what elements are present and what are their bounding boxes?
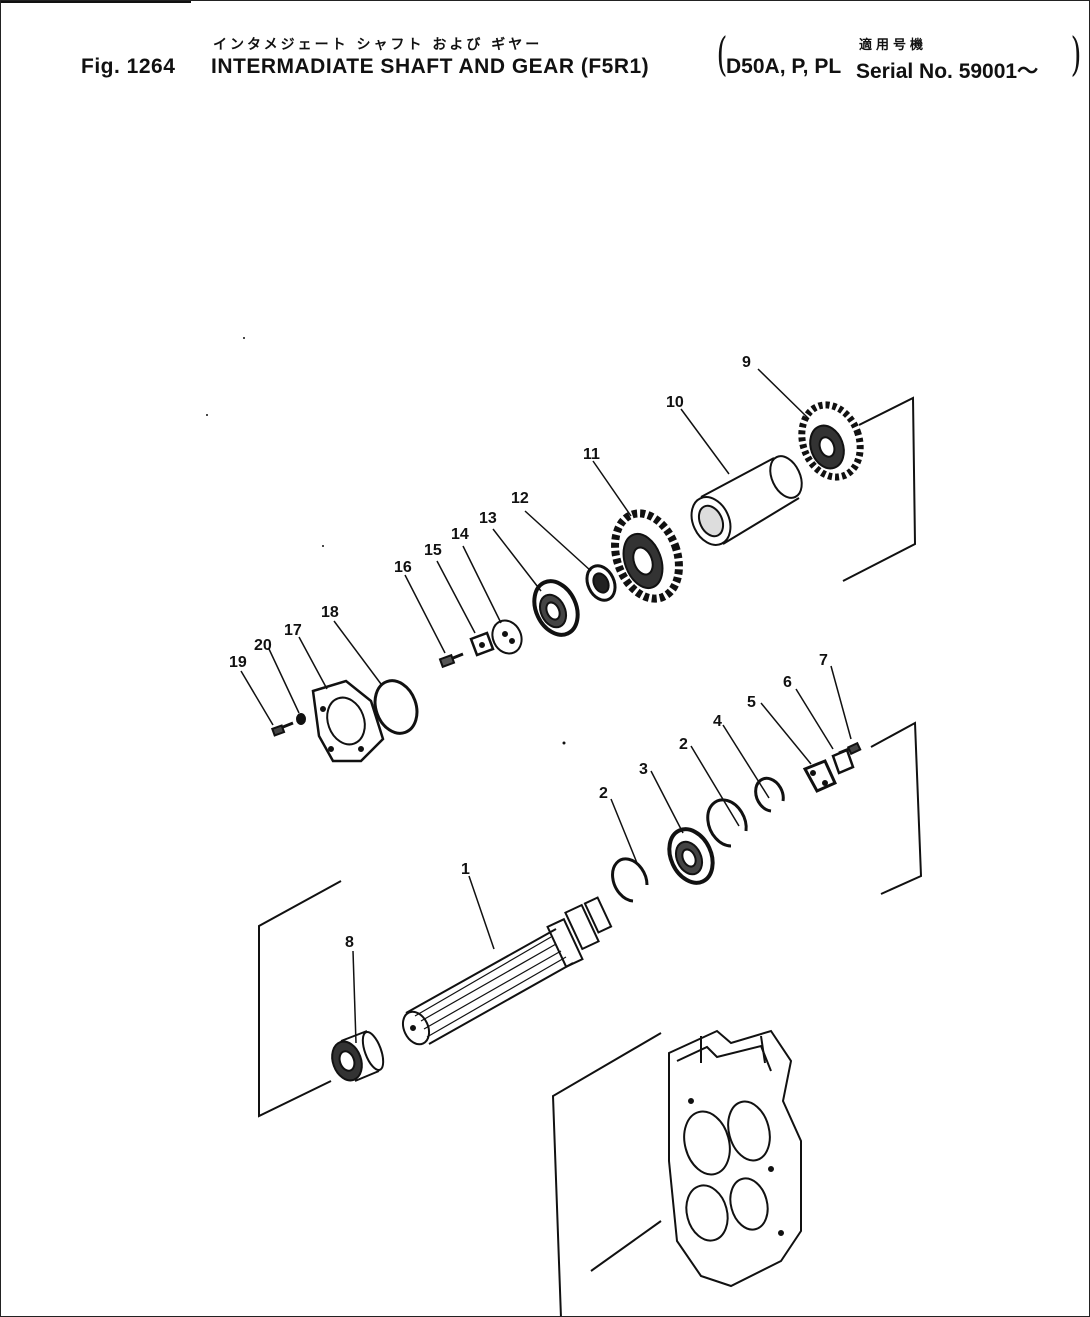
callout-11: 11 <box>583 446 600 463</box>
assembly-bracket-housing <box>551 1032 662 1316</box>
leader-lines <box>240 368 852 1044</box>
callout-3: 3 <box>639 761 648 778</box>
callout-7: 7 <box>819 652 828 669</box>
callout-19: 19 <box>229 654 247 671</box>
left-bracket-icon: ( <box>716 27 728 81</box>
callout-9: 9 <box>742 354 751 371</box>
callout-14: 14 <box>451 526 469 543</box>
callout-6: 6 <box>783 674 792 691</box>
bolt-part-16 <box>438 652 464 669</box>
snap-ring-part-4 <box>754 776 785 813</box>
o-ring-part-18 <box>373 679 419 735</box>
assembly-bracket-lower <box>870 721 923 895</box>
transmission-case-housing <box>668 1029 802 1288</box>
callout-4: 4 <box>713 713 722 730</box>
top-rule <box>1 1 191 3</box>
serial-label-japanese: 適用号機 <box>859 38 928 53</box>
collar-part-12 <box>585 564 617 602</box>
callout-16: 16 <box>394 559 412 576</box>
bearing-race-part-8 <box>331 1030 385 1082</box>
callout-15: 15 <box>424 542 442 559</box>
assembly-bracket-left <box>258 880 342 1118</box>
shaft-part-1 <box>401 896 613 1046</box>
snap-ring-part-2-lower <box>611 857 649 903</box>
model-list: D50A, P, PL <box>726 55 842 78</box>
washer-part-20 <box>296 713 306 725</box>
gear-part-9 <box>798 401 864 481</box>
assembly-bracket-upper <box>842 396 917 582</box>
callout-18: 18 <box>321 604 339 621</box>
plate-part-14 <box>491 619 523 655</box>
callout-13: 13 <box>479 510 497 527</box>
plate-part-5 <box>802 759 837 793</box>
sleeve-part-10 <box>690 455 803 546</box>
gear-part-11 <box>611 509 683 603</box>
callout-17: 17 <box>284 622 302 639</box>
callout-20: 20 <box>254 637 272 654</box>
callout-2a: 2 <box>679 736 688 753</box>
lock-plate-part-15 <box>469 631 495 657</box>
title-english: INTERMADIATE SHAFT AND GEAR (F5R1) <box>211 55 650 78</box>
lock-plate-part-6 <box>831 748 855 775</box>
callout-2b: 2 <box>599 785 608 802</box>
callout-5: 5 <box>747 694 756 711</box>
callout-labels: 9 10 11 12 13 14 15 16 18 17 20 19 7 6 5… <box>229 354 828 951</box>
callout-10: 10 <box>666 394 684 411</box>
title-japanese: インタメジェート シャフト および ギヤー <box>213 37 543 53</box>
right-bracket-icon: ) <box>1070 27 1082 81</box>
callout-8: 8 <box>345 934 354 951</box>
bolt-part-19 <box>270 721 294 737</box>
figure-number: Fig. 1264 <box>81 55 176 78</box>
cover-part-17 <box>311 679 385 763</box>
callout-1: 1 <box>461 861 470 878</box>
serial-number: Serial No. 59001～ <box>856 60 1039 83</box>
bearing-part-13 <box>532 579 580 637</box>
bearing-part-3 <box>667 827 715 885</box>
snap-ring-part-2-upper <box>706 798 748 848</box>
callout-12: 12 <box>511 490 529 507</box>
